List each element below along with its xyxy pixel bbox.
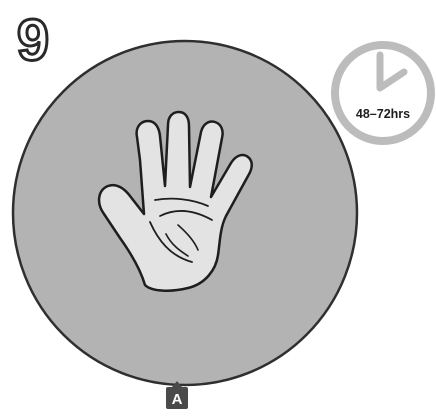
step-number: 9 — [17, 8, 49, 73]
timer-label: 48–72hrs — [356, 107, 410, 121]
clock-icon: 48–72hrs — [335, 45, 431, 141]
marker-label: A — [172, 391, 183, 408]
